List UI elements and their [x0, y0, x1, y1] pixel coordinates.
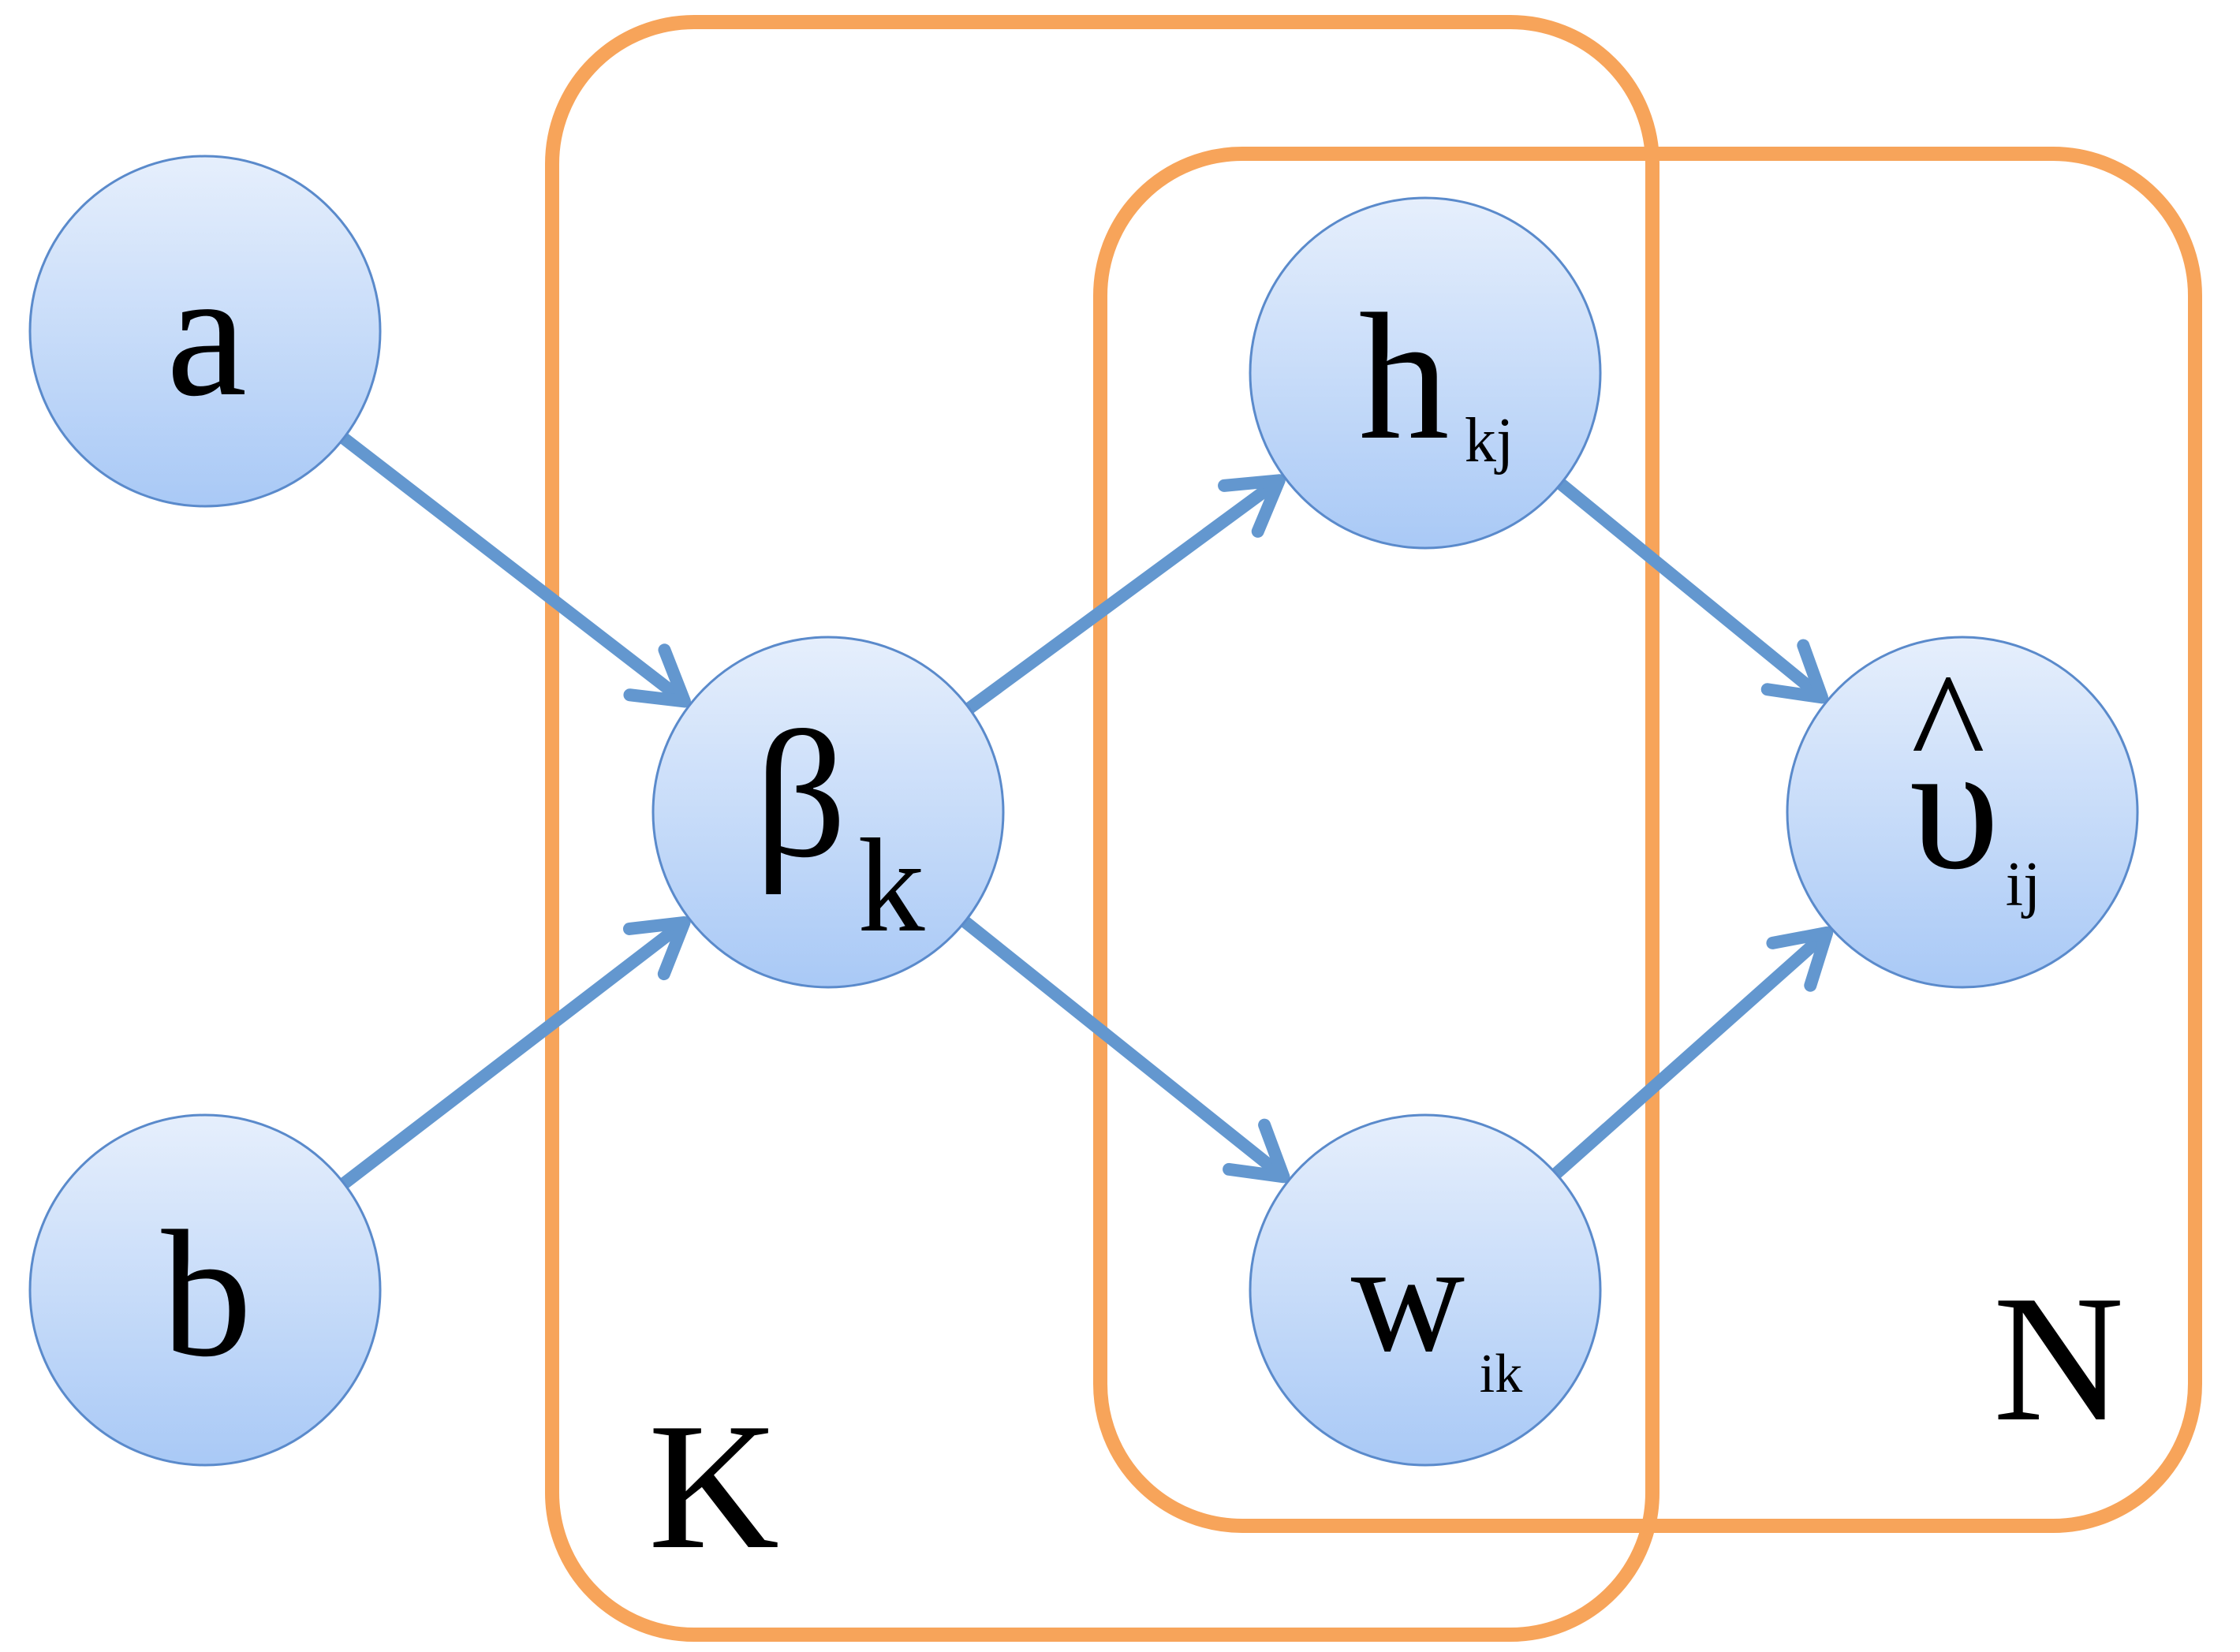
svg-text:^: ^: [1911, 641, 1985, 815]
node-h-label: h: [1359, 276, 1450, 477]
node-a-label: a: [166, 233, 247, 434]
node-beta-label: β: [754, 694, 846, 895]
plate-k: [545, 15, 1659, 1642]
node-upsilon-hat: ^: [1911, 641, 1985, 815]
edge-b-to-beta: [331, 915, 691, 1195]
svg-text:ij: ij: [2006, 850, 2040, 919]
svg-text:kj: kj: [1465, 406, 1514, 475]
plate-n-label: N: [1993, 1258, 2124, 1459]
edge-beta-to-w: [952, 910, 1290, 1184]
plate-k-label: K: [648, 1385, 779, 1587]
node-w-label: w: [1351, 1210, 1465, 1385]
edge-arrowhead: [1218, 474, 1286, 538]
svg-text:a: a: [166, 233, 247, 434]
node-upsilon-label: υ: [1910, 706, 1999, 907]
svg-text:N: N: [1993, 1258, 2124, 1459]
node-w-subscript: ik: [1480, 1344, 1522, 1404]
edges: [330, 427, 1834, 1195]
plate-n: [1093, 147, 2202, 1533]
edge-arrowhead: [1760, 639, 1828, 704]
edge-beta-to-h: [956, 474, 1286, 720]
svg-text:b: b: [162, 1193, 252, 1394]
edge-arrowhead: [1223, 1118, 1290, 1184]
node-b: b: [28, 1113, 382, 1467]
edge-arrowhead: [1766, 926, 1834, 992]
svg-text:β: β: [754, 694, 846, 895]
edge-arrowhead: [622, 915, 691, 981]
node-beta: β k: [651, 636, 1005, 989]
edge-a-to-beta: [330, 427, 691, 708]
node-h: h kj: [1249, 196, 1602, 550]
node-upsilon-subscript: ij: [2006, 850, 2040, 919]
svg-text:K: K: [648, 1385, 779, 1587]
edge-h-to-upsilon: [1548, 472, 1828, 704]
node-upsilon: υ ^ ij: [1786, 636, 2139, 989]
svg-text:k: k: [858, 811, 925, 960]
node-w: w ik: [1249, 1113, 1602, 1467]
svg-text:h: h: [1359, 276, 1450, 477]
edge-arrowhead: [623, 643, 691, 708]
node-h-subscript: kj: [1465, 406, 1514, 475]
node-a: a: [28, 155, 382, 508]
node-beta-subscript: k: [858, 811, 925, 960]
svg-text:υ: υ: [1910, 706, 1999, 907]
node-b-label: b: [162, 1193, 252, 1394]
svg-text:ik: ik: [1480, 1344, 1522, 1404]
svg-text:w: w: [1351, 1210, 1465, 1385]
edge-w-to-upsilon: [1544, 926, 1834, 1186]
